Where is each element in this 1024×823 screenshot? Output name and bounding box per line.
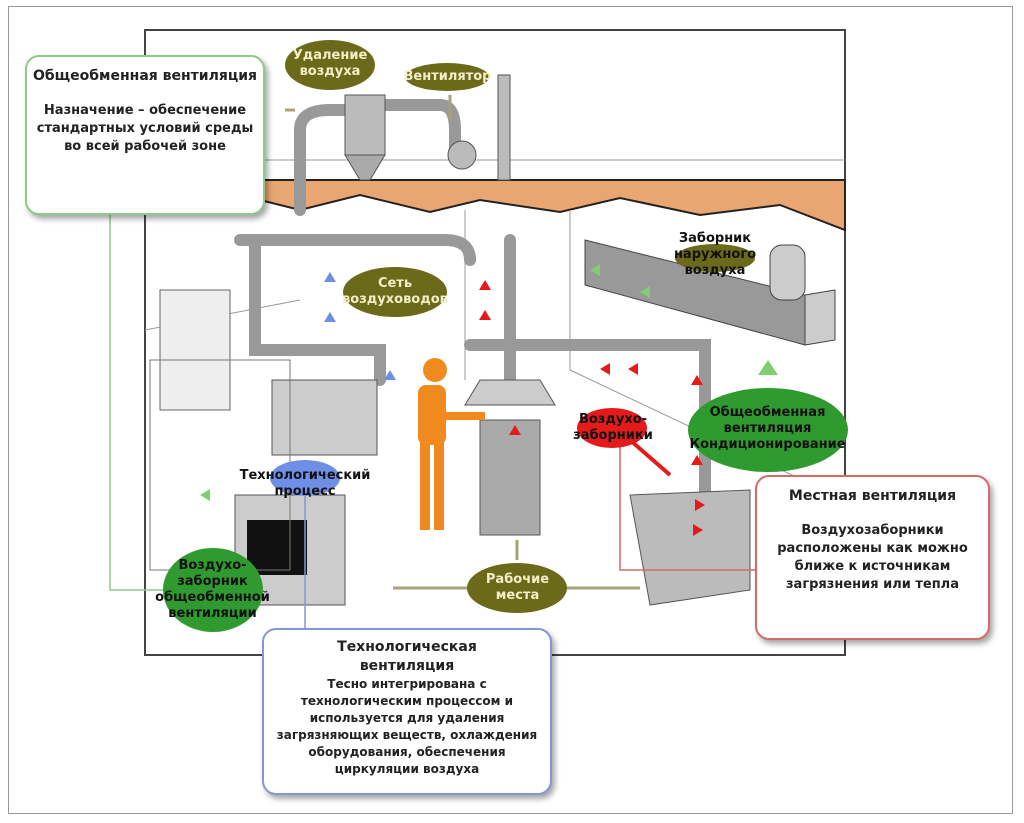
green-arrows (200, 264, 778, 501)
general-box-body: Назначение – обеспечение стандартных усл… (36, 103, 254, 154)
worker-figure (418, 358, 485, 530)
window (159, 289, 231, 411)
label-general-conditioning: Общеобменная вентиляция Кондиционировани… (689, 405, 846, 452)
outer-frame (8, 6, 1013, 814)
hood (464, 379, 556, 406)
air-removal-ellipse (285, 40, 375, 90)
general-ventilation-box: Общеобменная вентиляция Назначение – обе… (25, 55, 265, 215)
tech-box-body: Тесно интегрирована с технологическим пр… (276, 677, 538, 776)
general-intake-ellipse (163, 548, 263, 632)
workbench (479, 419, 541, 536)
red-arrows (479, 280, 705, 536)
duct-network-ellipse (343, 267, 447, 317)
label-duct-network: Сеть воздуховодов (342, 276, 448, 307)
label-air-intakes: Воздухо-заборники (573, 412, 653, 443)
ceiling-slab (144, 179, 846, 232)
fan (447, 140, 477, 170)
exhaust-stack (497, 74, 511, 181)
label-workplaces: Рабочие места (485, 572, 550, 603)
outdoor-intake-ellipse (675, 244, 755, 272)
local-ventilation-box: Местная вентиляция Воздухозаборники расп… (755, 475, 990, 640)
connector-local (619, 445, 755, 571)
label-fan: Вентилятор (403, 69, 492, 84)
label-outdoor-intake: Заборник наружного воздуха (673, 231, 757, 278)
blue-arrows (324, 272, 396, 380)
tech-box-title: Технологическая вентиляция (337, 639, 477, 674)
air-intakes-ellipse (577, 408, 647, 448)
tank (629, 489, 751, 606)
label-general-intake: Воздухо-заборник общеобменной вентиляции (155, 558, 270, 621)
label-tech-process: Технологический процесс (239, 468, 371, 499)
local-box-body: Воздухозаборники расположены как можно б… (777, 523, 968, 592)
tech-ventilation-box: Технологическая вентиляция Тесно интегри… (262, 628, 552, 795)
cyclone (344, 94, 386, 156)
connector-general (109, 215, 170, 591)
tech-process-ellipse (270, 460, 340, 496)
local-box-title: Местная вентиляция (788, 488, 957, 504)
red-arrow (628, 438, 672, 477)
fan-ellipse (405, 63, 489, 91)
general-box-title: Общеобменная вентиляция (33, 68, 258, 84)
label-air-removal: Удаление воздуха (292, 48, 368, 79)
workplaces-ellipse (467, 563, 567, 613)
machine (271, 379, 378, 456)
general-conditioning-ellipse (688, 388, 848, 472)
